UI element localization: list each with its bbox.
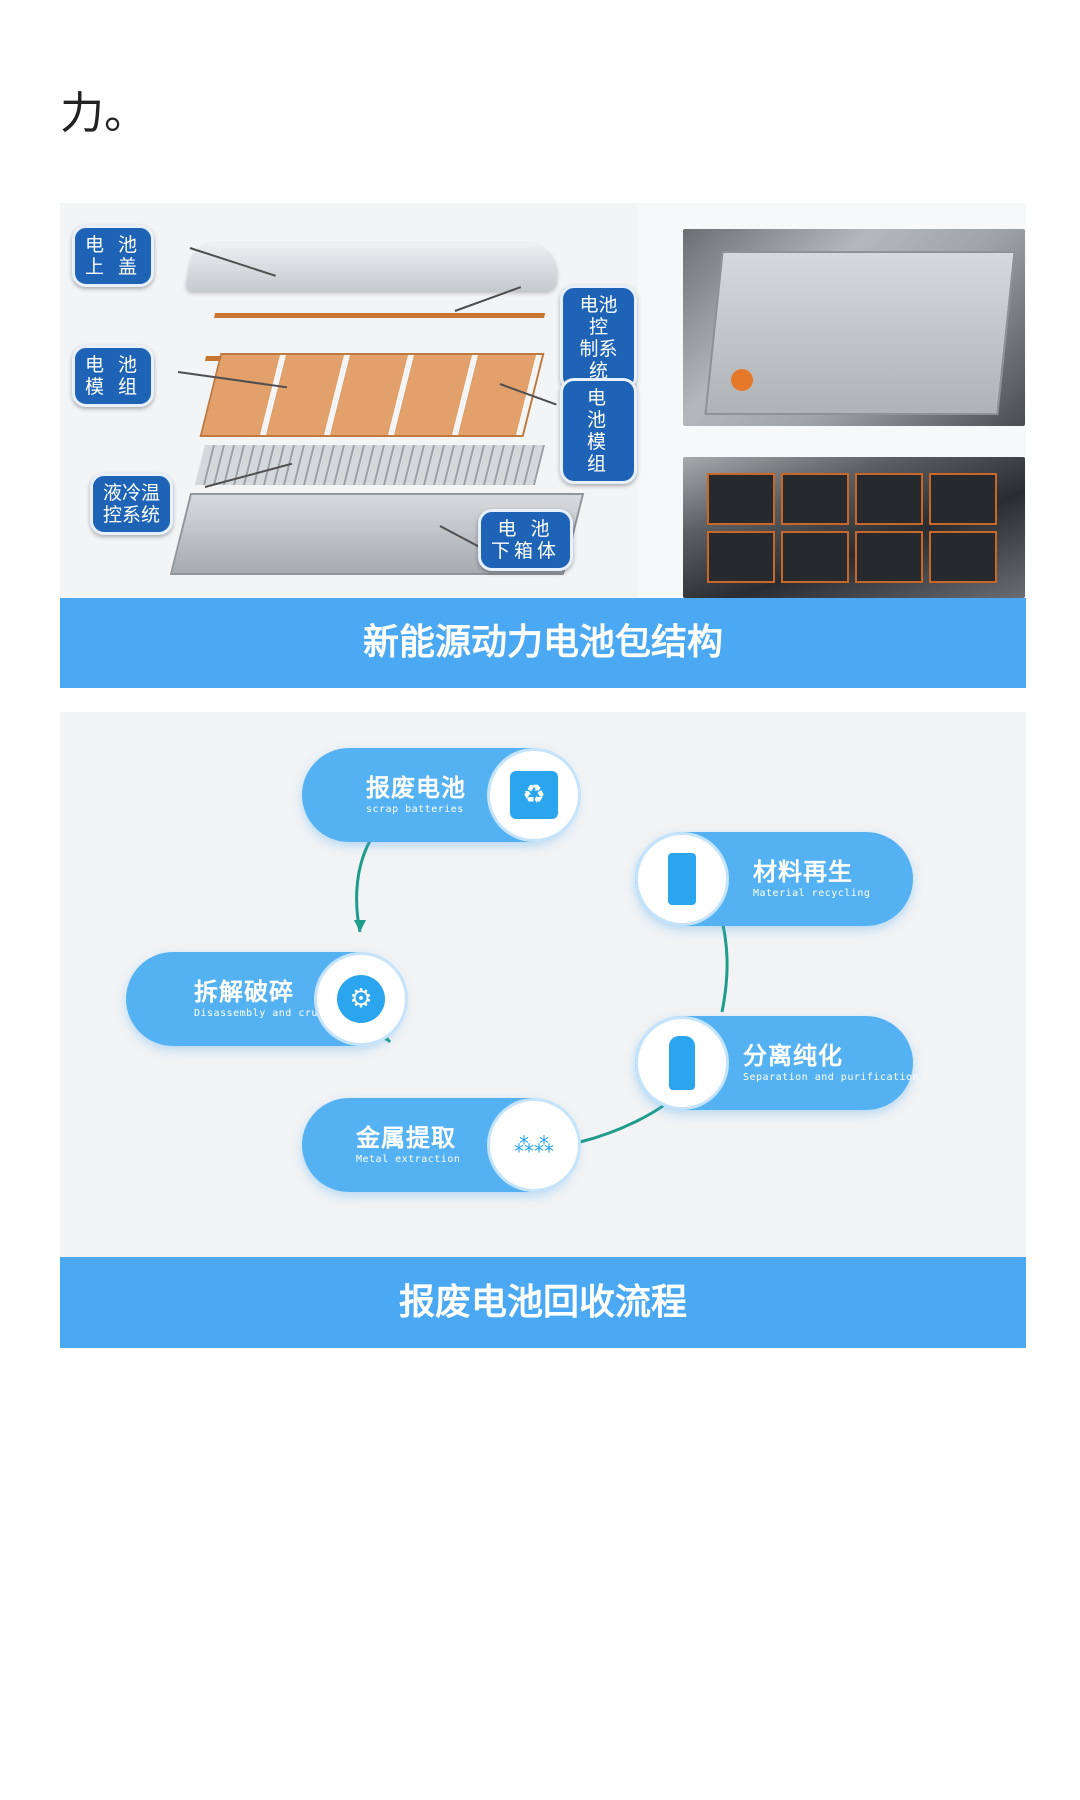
cell-block <box>929 531 997 583</box>
step-material-recycling: 材料再生 Material recycling <box>635 832 913 926</box>
callout-line: 制系统 <box>579 338 618 382</box>
liquid-cooling-layer <box>195 445 545 485</box>
callout-line: 电 池 <box>85 354 142 376</box>
cell-block <box>707 473 775 525</box>
cell-block <box>855 531 923 583</box>
step-icon-circle <box>635 1016 729 1110</box>
battery-cells-photo <box>683 457 1025 598</box>
step-icon-circle: ⚙ <box>314 952 408 1046</box>
battery-recycle-icon: ♻ <box>510 771 558 819</box>
step-subtitle: Separation and purification <box>743 1072 920 1083</box>
exploded-battery-illustration: 电 池 上 盖 电池控 制系统 电 池 模 组 电 池 模 组 液冷温 控系统 … <box>60 203 637 598</box>
callout-line: 电 池 <box>497 518 554 540</box>
callout-line: 液冷温 <box>103 482 161 504</box>
metal-particles-icon: ⁂⁂ <box>514 1133 554 1157</box>
step-subtitle: Metal extraction <box>356 1154 461 1165</box>
callout-line: 模 组 <box>85 376 142 398</box>
step-title: 金属提取 <box>356 1124 456 1152</box>
article-tail-text: 力。 <box>60 88 148 139</box>
callout-line: 下箱体 <box>491 540 561 562</box>
step-scrap-batteries: 报废电池 scrap batteries ♻ <box>302 748 581 842</box>
callout-line: 电池控 <box>579 294 618 338</box>
figure-caption-recycling-flow: 报废电池回收流程 <box>60 1257 1026 1348</box>
battery-pack-figure: 电 池 上 盖 电池控 制系统 电 池 模 组 电 池 模 组 液冷温 控系统 … <box>60 203 1026 688</box>
callout-lower-box: 电 池 下箱体 <box>478 509 574 571</box>
callout-battery-module-right: 电 池 模 组 <box>560 378 637 484</box>
callout-battery-module-left: 电 池 模 组 <box>72 345 155 407</box>
crusher-icon: ⚙ <box>337 975 385 1023</box>
battery-casing <box>704 251 1016 415</box>
step-title: 材料再生 <box>753 858 853 886</box>
step-subtitle: Disassembly and crush <box>194 1008 331 1019</box>
callout-battery-control: 电池控 制系统 <box>560 285 637 391</box>
callout-line: 电 池 <box>586 387 610 431</box>
step-title: 报废电池 <box>366 774 466 802</box>
cell-block <box>781 531 849 583</box>
cell-grid <box>707 473 997 583</box>
installed-battery-photo <box>683 229 1025 426</box>
callout-liquid-cooling: 液冷温 控系统 <box>90 473 174 535</box>
step-metal-extraction: 金属提取 Metal extraction ⁂⁂ <box>302 1098 581 1192</box>
connector <box>731 369 753 391</box>
cell-block <box>781 473 849 525</box>
arrowhead <box>354 920 366 932</box>
step-disassembly-crush: 拆解破碎 Disassembly and crush ⚙ <box>126 952 408 1046</box>
callout-line: 上 盖 <box>85 256 142 278</box>
callout-line: 模 组 <box>586 431 610 475</box>
step-title: 分离纯化 <box>743 1042 843 1070</box>
cylinder-cell-icon <box>668 853 696 905</box>
cell-block <box>855 473 923 525</box>
step-subtitle: Material recycling <box>753 888 871 899</box>
step-icon-circle: ⁂⁂ <box>487 1098 581 1192</box>
callout-line: 电 池 <box>85 234 142 256</box>
step-separation-purification: 分离纯化 Separation and purification <box>635 1016 919 1110</box>
cell-block <box>929 473 997 525</box>
step-subtitle: scrap batteries <box>366 804 464 815</box>
cell-block <box>707 531 775 583</box>
battery-modules-layer <box>199 353 545 437</box>
callout-battery-lid: 电 池 上 盖 <box>72 225 155 287</box>
cycle-arc <box>718 911 729 1013</box>
step-icon-circle <box>635 832 729 926</box>
recycling-cycle-diagram: 报废电池 scrap batteries ♻ 材料再生 Material rec… <box>60 712 1026 1257</box>
recycling-flow-figure: 报废电池 scrap batteries ♻ 材料再生 Material rec… <box>60 712 1026 1348</box>
figure-caption-battery-structure: 新能源动力电池包结构 <box>60 598 1026 688</box>
callout-line: 控系统 <box>103 504 161 526</box>
battery-lid-layer <box>184 243 566 291</box>
bottle-icon <box>669 1036 695 1090</box>
step-icon-circle: ♻ <box>487 748 581 842</box>
step-title: 拆解破碎 <box>194 978 294 1006</box>
